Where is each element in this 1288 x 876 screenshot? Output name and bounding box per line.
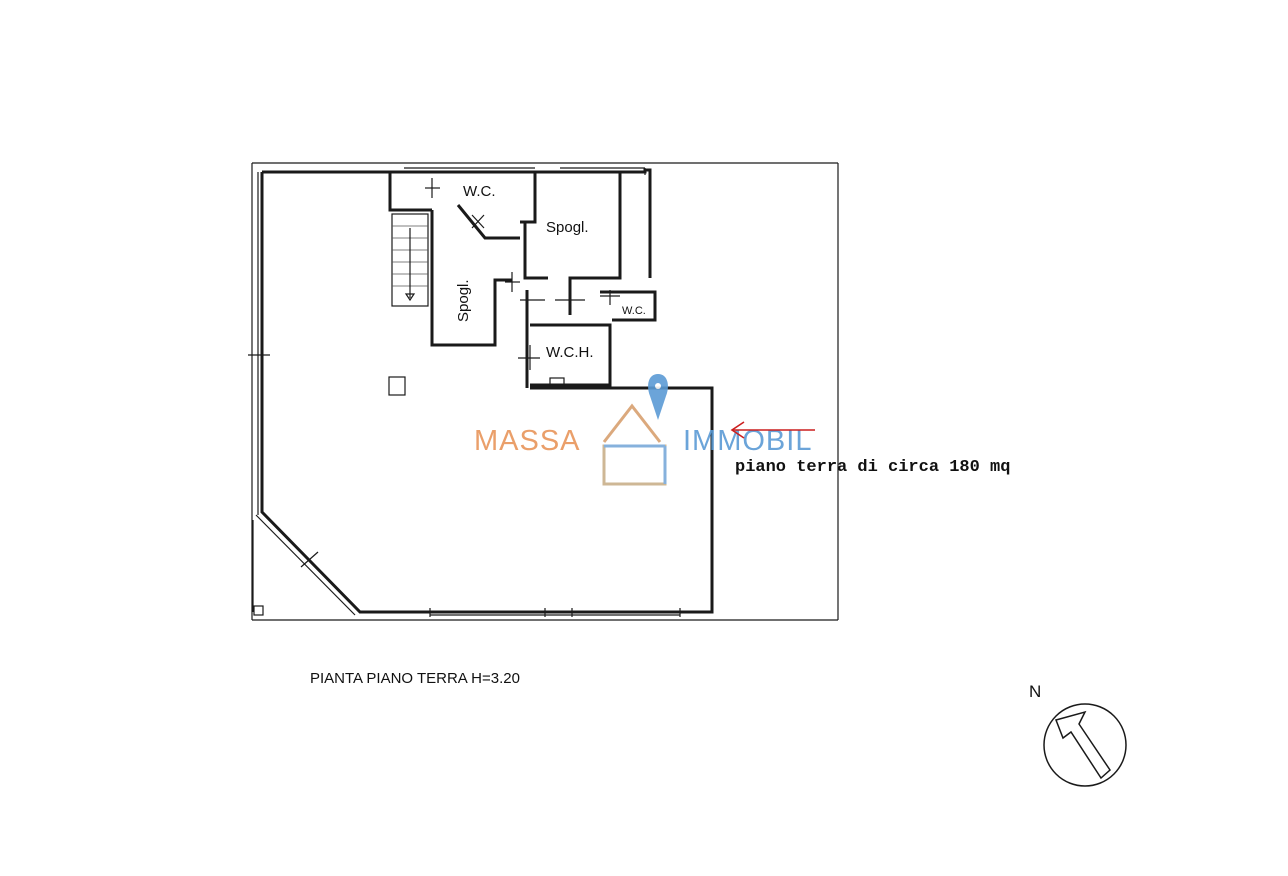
room-label-wc-small: W.C.: [622, 305, 646, 317]
plan-caption: PIANTA PIANO TERRA H=3.20: [310, 670, 520, 687]
area-annotation: piano terra di circa 180 mq: [735, 458, 1010, 477]
watermark-left-word: MASSA: [474, 425, 581, 457]
room-label-wch: W.C.H.: [546, 344, 594, 361]
map-pin-icon: [648, 374, 668, 420]
north-arrow-icon: [1043, 703, 1127, 787]
house-icon: [602, 403, 667, 486]
building-outline: [248, 170, 714, 617]
staircase: [391, 213, 429, 307]
annotation-arrow-icon: [730, 421, 815, 439]
room-label-wc-top: W.C.: [463, 183, 496, 200]
service-core: [388, 167, 657, 388]
room-label-spogl-right: Spogl.: [546, 219, 589, 236]
structural-column: [388, 376, 406, 396]
north-label: N: [1029, 682, 1041, 701]
room-label-spogl-left: Spogl.: [455, 279, 472, 322]
site-boundary: [251, 162, 839, 621]
